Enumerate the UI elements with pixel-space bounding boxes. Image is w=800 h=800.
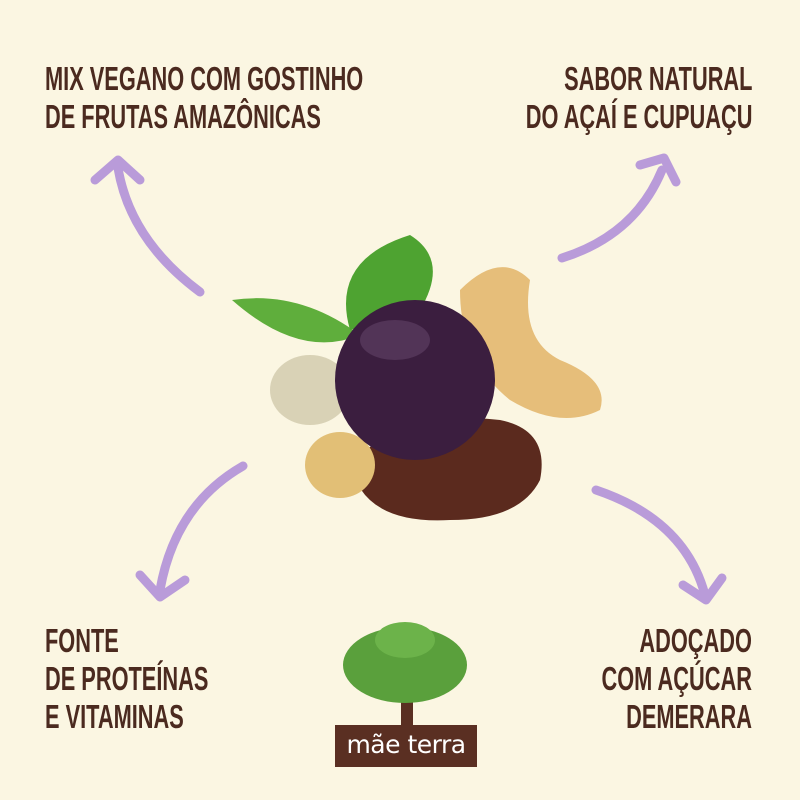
arrow-bottom-right-icon [591, 485, 727, 605]
coconut-piece [270, 355, 350, 425]
feature-bottom-right: Adoçado com açúcar demerara [602, 622, 752, 736]
feature-line: Fonte [45, 622, 119, 659]
peanut [305, 432, 375, 498]
leaf-left [232, 298, 360, 343]
mae-terra-logo-tree [343, 622, 467, 728]
feature-line: e vitaminas [45, 698, 184, 735]
cashew [460, 267, 602, 418]
snack-mix-image [232, 235, 602, 521]
brand-logo: mãe terra [335, 725, 477, 767]
feature-line: demerara [626, 698, 752, 735]
arrow-top-right-icon [557, 153, 681, 263]
feature-line: de frutas amazônicas [45, 98, 321, 135]
feature-line: Adoçado [639, 622, 752, 659]
arrow-top-left-icon [90, 155, 205, 297]
feature-line: Mix vegano com gostinho [45, 60, 364, 97]
feature-line: de proteínas [45, 660, 209, 697]
feature-line: Sabor natural [563, 60, 752, 97]
arrow-bottom-left-icon [135, 461, 248, 602]
feature-top-right: Sabor natural do açaí e cupuaçu [525, 60, 752, 136]
feature-line: com açúcar [601, 660, 752, 697]
feature-bottom-left: Fonte de proteínas e vitaminas [45, 622, 208, 736]
feature-line: do açaí e cupuaçu [525, 98, 752, 135]
feature-top-left: Mix vegano com gostinho de frutas amazôn… [45, 60, 363, 136]
